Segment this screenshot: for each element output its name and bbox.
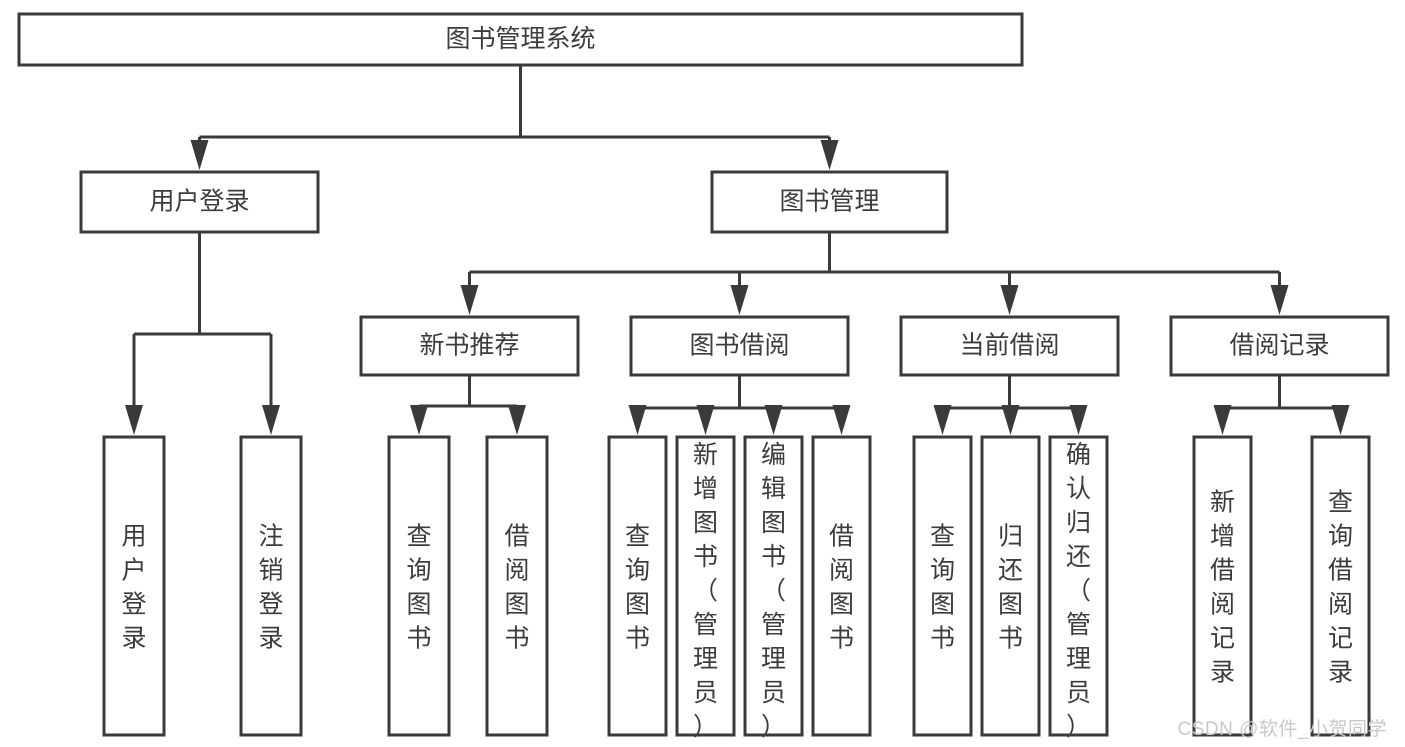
arrowhead-book-manage-to-borrow-record xyxy=(1270,285,1289,315)
edge-layer xyxy=(125,65,1350,435)
node-box-leaf-bw-add xyxy=(675,435,736,737)
node-book-manage[interactable]: 图书管理 xyxy=(710,170,949,234)
node-box-leaf-bw-borrow xyxy=(811,435,872,737)
node-label-user-login: 用户登录 xyxy=(149,188,249,216)
node-leaf-rec-borrow[interactable]: 借阅图书 xyxy=(485,435,549,737)
node-box-leaf-cb-query xyxy=(912,435,973,737)
arrowhead-book-borrow-to-leaf-bw-add xyxy=(696,405,715,435)
arrowhead-current-borrow-to-leaf-cb-query xyxy=(933,405,952,435)
node-book-borrow[interactable]: 图书借阅 xyxy=(629,315,850,377)
node-label-leaf-user-login: 用户登录 xyxy=(121,523,146,653)
node-label-leaf-bw-borrow: 借阅图书 xyxy=(829,523,854,653)
arrowhead-user-login-to-leaf-user-logout xyxy=(262,405,280,435)
node-user-login[interactable]: 用户登录 xyxy=(79,170,320,234)
arrowhead-new-book-rec-to-leaf-rec-borrow xyxy=(508,405,526,435)
arrowhead-book-borrow-to-leaf-bw-query xyxy=(628,405,647,435)
node-label-leaf-rec-borrow: 借阅图书 xyxy=(504,523,529,653)
node-leaf-user-logout[interactable]: 注销登录 xyxy=(239,435,303,737)
node-label-leaf-bw-edit: 编辑图书（管理员） xyxy=(761,441,786,741)
node-layer: 图书管理系统用户登录图书管理新书推荐图书借阅当前借阅借阅记录用户登录注销登录查询… xyxy=(17,12,1390,741)
node-label-leaf-rec-query: 查询图书 xyxy=(406,523,431,653)
node-leaf-br-add[interactable]: 新增借阅记录 xyxy=(1192,435,1253,737)
node-leaf-cb-return[interactable]: 归还图书 xyxy=(980,435,1041,737)
node-box-leaf-br-query xyxy=(1310,435,1371,737)
node-leaf-bw-query[interactable]: 查询图书 xyxy=(607,435,668,737)
node-box-root xyxy=(17,12,1024,67)
node-leaf-rec-query[interactable]: 查询图书 xyxy=(387,435,451,737)
arrowhead-book-manage-to-current-borrow xyxy=(1000,285,1019,315)
node-box-user-login xyxy=(79,170,320,234)
node-box-leaf-user-login xyxy=(102,435,166,737)
node-label-leaf-cb-query: 查询图书 xyxy=(930,523,955,653)
node-box-leaf-user-logout xyxy=(239,435,303,737)
node-label-book-manage: 图书管理 xyxy=(779,188,879,216)
arrowhead-root-to-book-manage xyxy=(820,140,839,170)
arrowhead-borrow-record-to-leaf-br-add xyxy=(1213,405,1232,435)
node-box-leaf-br-add xyxy=(1192,435,1253,737)
node-box-leaf-cb-return xyxy=(980,435,1041,737)
node-borrow-record[interactable]: 借阅记录 xyxy=(1169,315,1390,377)
node-label-borrow-record: 借阅记录 xyxy=(1229,332,1329,360)
arrowhead-user-login-to-leaf-user-login xyxy=(125,405,143,435)
node-label-leaf-br-query: 查询借阅记录 xyxy=(1328,489,1353,687)
node-label-leaf-bw-query: 查询图书 xyxy=(625,523,650,653)
node-leaf-user-login[interactable]: 用户登录 xyxy=(102,435,166,737)
arrowhead-book-borrow-to-leaf-bw-borrow xyxy=(832,405,851,435)
node-leaf-br-query[interactable]: 查询借阅记录 xyxy=(1310,435,1371,737)
arrowhead-current-borrow-to-leaf-cb-confirm xyxy=(1069,405,1088,435)
node-box-leaf-rec-borrow xyxy=(485,435,549,737)
node-label-current-borrow: 当前借阅 xyxy=(959,332,1059,360)
node-leaf-bw-edit[interactable]: 编辑图书（管理员） xyxy=(743,435,804,741)
node-box-leaf-rec-query xyxy=(387,435,451,737)
node-leaf-bw-add[interactable]: 新增图书（管理员） xyxy=(675,435,736,741)
node-label-leaf-cb-confirm: 确认归还（管理员） xyxy=(1066,441,1091,741)
node-box-leaf-cb-confirm xyxy=(1048,435,1109,737)
arrowhead-book-borrow-to-leaf-bw-edit xyxy=(764,405,783,435)
node-box-leaf-bw-edit xyxy=(743,435,804,737)
node-label-book-borrow: 图书借阅 xyxy=(689,332,789,360)
node-box-new-book-rec xyxy=(359,315,580,377)
node-box-current-borrow xyxy=(899,315,1120,377)
arrowhead-new-book-rec-to-leaf-rec-query xyxy=(410,405,428,435)
node-new-book-rec[interactable]: 新书推荐 xyxy=(359,315,580,377)
node-box-borrow-record xyxy=(1169,315,1390,377)
arrowhead-root-to-user-login xyxy=(190,140,209,170)
node-label-new-book-rec: 新书推荐 xyxy=(419,332,519,360)
arrowhead-book-manage-to-book-borrow xyxy=(730,285,749,315)
node-label-leaf-bw-add: 新增图书（管理员） xyxy=(693,441,718,741)
arrowhead-current-borrow-to-leaf-cb-return xyxy=(1001,405,1020,435)
node-box-book-manage xyxy=(710,170,949,234)
node-label-leaf-br-add: 新增借阅记录 xyxy=(1210,489,1235,687)
arrowhead-book-manage-to-new-book-rec xyxy=(460,285,479,315)
node-box-leaf-bw-query xyxy=(607,435,668,737)
node-root[interactable]: 图书管理系统 xyxy=(17,12,1024,67)
node-label-leaf-cb-return: 归还图书 xyxy=(998,523,1023,653)
node-current-borrow[interactable]: 当前借阅 xyxy=(899,315,1120,377)
arrowhead-borrow-record-to-leaf-br-query xyxy=(1331,405,1350,435)
node-label-leaf-user-logout: 注销登录 xyxy=(258,523,283,653)
node-box-book-borrow xyxy=(629,315,850,377)
node-leaf-cb-confirm[interactable]: 确认归还（管理员） xyxy=(1048,435,1109,741)
node-label-root: 图书管理系统 xyxy=(445,25,595,53)
node-leaf-cb-query[interactable]: 查询图书 xyxy=(912,435,973,737)
node-leaf-bw-borrow[interactable]: 借阅图书 xyxy=(811,435,872,737)
